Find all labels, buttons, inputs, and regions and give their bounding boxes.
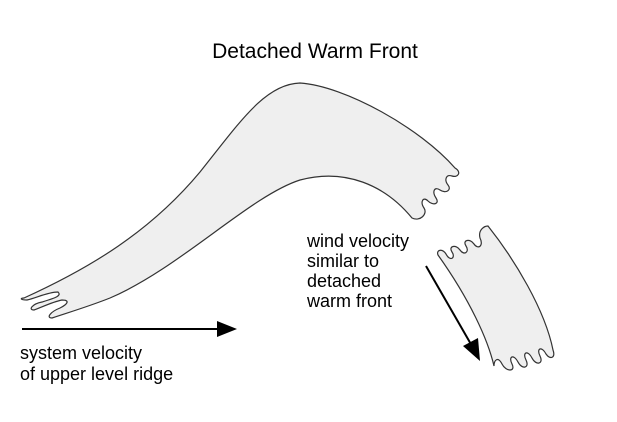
label-line: warm front: [307, 291, 393, 311]
label-line: similar to: [307, 251, 380, 271]
warm-front-detached-segment: [437, 225, 555, 371]
label-line: system velocity: [20, 343, 143, 363]
diagram-title: Detached Warm Front: [212, 40, 418, 63]
label-line: of upper level ridge: [20, 364, 174, 384]
wind-velocity-label: wind velocity similar to detached warm f…: [307, 231, 409, 311]
label-line: detached: [307, 271, 382, 291]
label-line: wind velocity: [307, 231, 410, 251]
system-velocity-label: system velocity of upper level ridge: [20, 343, 173, 385]
warm-front-main-band: [20, 82, 460, 319]
system-velocity-arrow: [22, 321, 237, 337]
wind-velocity-arrow: [425, 265, 480, 361]
